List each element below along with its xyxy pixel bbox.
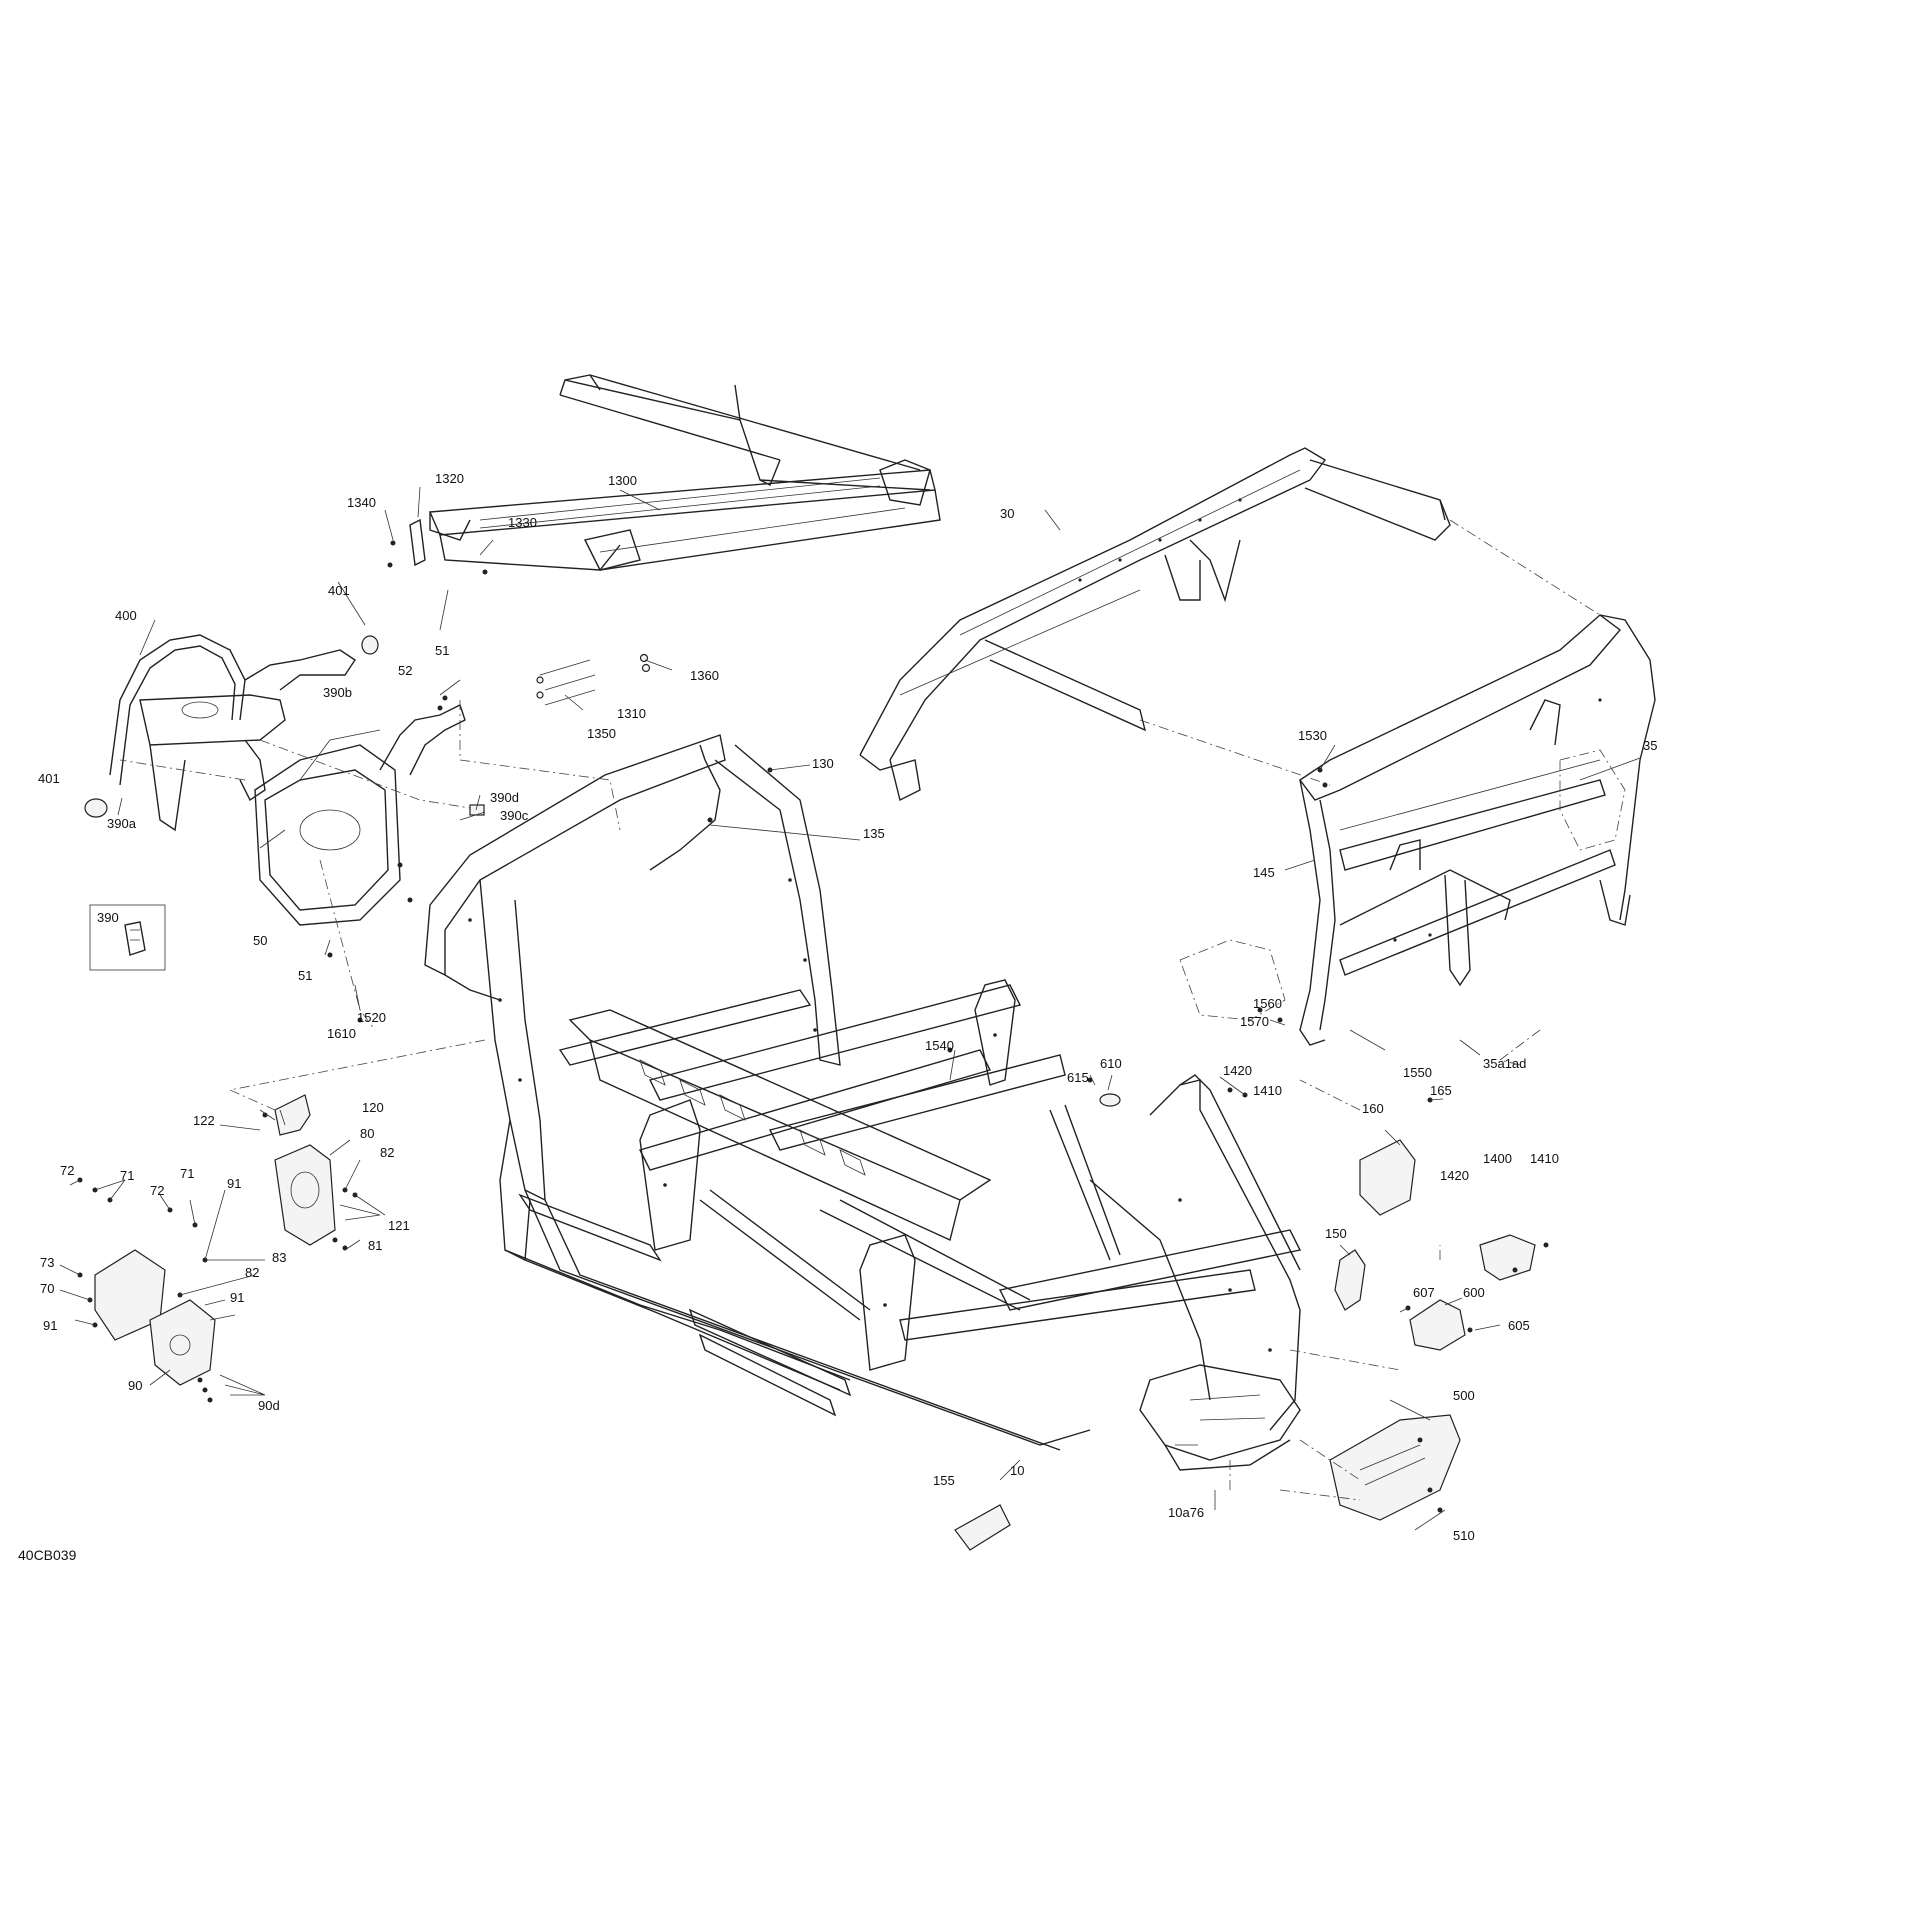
label-30: 30: [1000, 506, 1014, 521]
label-615: 615: [1067, 1070, 1089, 1085]
label-607: 607: [1413, 1285, 1435, 1300]
label-122: 122: [193, 1113, 215, 1128]
label-50: 50: [253, 933, 267, 948]
label-70: 70: [40, 1281, 54, 1296]
label-390c: 390c: [500, 808, 529, 823]
label-145: 145: [1253, 865, 1275, 880]
label-1550: 1550: [1403, 1065, 1432, 1080]
label-610: 610: [1100, 1056, 1122, 1071]
label-600: 600: [1463, 1285, 1485, 1300]
label-401-left: 401: [38, 771, 60, 786]
label-52: 52: [398, 663, 412, 678]
label-71-b: 71: [180, 1166, 194, 1181]
label-1360: 1360: [690, 668, 719, 683]
label-510: 510: [1453, 1528, 1475, 1543]
label-165: 165: [1430, 1083, 1452, 1098]
label-390d: 390d: [490, 790, 519, 805]
label-1410-a: 1410: [1253, 1083, 1282, 1098]
label-1560: 1560: [1253, 996, 1282, 1011]
label-91-c: 91: [43, 1318, 57, 1333]
label-1420-b: 1420: [1440, 1168, 1469, 1183]
label-82-b: 82: [245, 1265, 259, 1280]
label-72-b: 72: [150, 1183, 164, 1198]
label-1350: 1350: [587, 726, 616, 741]
rear-rack-1300: [428, 374, 941, 571]
label-121: 121: [388, 1218, 410, 1233]
inset-box-390: [89, 904, 166, 971]
label-81: 81: [368, 1238, 382, 1253]
label-1530: 1530: [1298, 728, 1327, 743]
label-83: 83: [272, 1250, 286, 1265]
rear-cage-35: [1179, 614, 1656, 1046]
label-10a76: 10a76: [1168, 1505, 1204, 1520]
roll-cage-30: [859, 447, 1451, 802]
label-10: 10: [1010, 1463, 1024, 1478]
label-160: 160: [1362, 1101, 1384, 1116]
label-400: 400: [115, 608, 137, 623]
label-390a: 390a: [107, 816, 137, 831]
label-1540: 1540: [925, 1038, 954, 1053]
label-401-top: 401: [328, 583, 350, 598]
label-155: 155: [933, 1473, 955, 1488]
label-1310: 1310: [617, 706, 646, 721]
main-frame-10: [424, 734, 1302, 1471]
leader-lines: [59, 486, 1641, 1531]
label-72-a: 72: [60, 1163, 74, 1178]
label-90: 90: [128, 1378, 142, 1393]
label-130: 130: [812, 756, 834, 771]
label-390: 390: [97, 910, 119, 925]
front-support-50: [254, 704, 466, 926]
label-1610: 1610: [327, 1026, 356, 1041]
label-51-top: 51: [435, 643, 449, 658]
label-80: 80: [360, 1126, 374, 1141]
label-1420-a: 1420: [1223, 1063, 1252, 1078]
label-605: 605: [1508, 1318, 1530, 1333]
front-bumper-400: [84, 634, 379, 832]
label-1570: 1570: [1240, 1014, 1269, 1029]
label-91-a: 91: [227, 1176, 241, 1191]
label-1520: 1520: [357, 1010, 386, 1025]
label-35: 35: [1643, 738, 1657, 753]
label-120: 120: [362, 1100, 384, 1115]
label-390b: 390b: [323, 685, 352, 700]
label-500: 500: [1453, 1388, 1475, 1403]
figure-code: 40CB039: [18, 1547, 77, 1563]
part-labels: 1300 1320 1340 1330 1360 1310 1350 401 4…: [18, 471, 1657, 1563]
label-1320: 1320: [435, 471, 464, 486]
label-51-bottom: 51: [298, 968, 312, 983]
small-parts: [77, 518, 1549, 1551]
label-1340: 1340: [347, 495, 376, 510]
label-1410-b: 1410: [1530, 1151, 1559, 1166]
assembly-lines: [119, 519, 1601, 1501]
label-90d: 90d: [258, 1398, 280, 1413]
label-1330: 1330: [508, 515, 537, 530]
label-1400: 1400: [1483, 1151, 1512, 1166]
label-71-a: 71: [120, 1168, 134, 1183]
label-91-b: 91: [230, 1290, 244, 1305]
label-35a1ad: 35a1ad: [1483, 1056, 1526, 1071]
label-82-a: 82: [380, 1145, 394, 1160]
label-135: 135: [863, 826, 885, 841]
label-1300: 1300: [608, 473, 637, 488]
label-73: 73: [40, 1255, 54, 1270]
label-150: 150: [1325, 1226, 1347, 1241]
